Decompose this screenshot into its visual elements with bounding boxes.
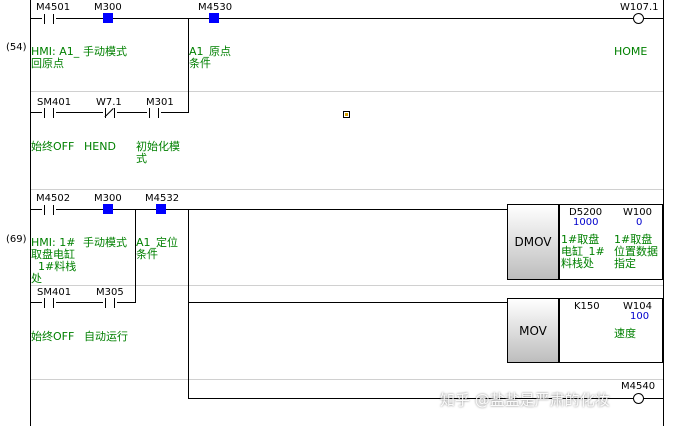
contact-comment: A1_原点 条件 [189, 45, 232, 70]
contact-device-label: M300 [94, 193, 122, 204]
operand-comment: 1#取盘 电缸_1# 料栈处 [561, 233, 605, 270]
row-separator [30, 285, 663, 286]
contact-m4530-monitor-on[interactable] [209, 13, 219, 23]
right-power-rail [663, 0, 664, 426]
wire [188, 398, 633, 399]
wire [56, 209, 103, 210]
contact-no-m301[interactable] [147, 108, 161, 118]
contact-comment: 始终OFF [31, 140, 75, 153]
row-separator [30, 91, 663, 92]
contact-no-sm401[interactable] [42, 298, 56, 308]
branch-wire [188, 209, 189, 398]
contact-m300-monitor-on[interactable] [103, 204, 113, 214]
contact-comment: 始终OFF [31, 330, 75, 343]
wire [643, 18, 663, 19]
wire [30, 209, 42, 210]
contact-device-label: M301 [146, 97, 174, 108]
coil-comment: HOME [614, 45, 648, 58]
editor-cursor[interactable] [343, 111, 350, 118]
wire [188, 302, 507, 303]
wire [30, 18, 42, 19]
contact-comment: HEND [84, 140, 116, 153]
dmov-operand-box [559, 204, 663, 280]
mov-instruction-block[interactable]: MOV [507, 298, 559, 363]
contact-device-label: SM401 [37, 287, 72, 298]
contact-comment: 初始化模 式 [136, 140, 180, 165]
contact-device-label: M305 [96, 287, 124, 298]
branch-wire [135, 209, 136, 303]
contact-comment: A1_定位 条件 [136, 236, 179, 261]
branch-wire [188, 18, 189, 113]
contact-no-sm401[interactable] [42, 108, 56, 118]
wire [166, 209, 507, 210]
operand-device-label: K150 [574, 301, 600, 312]
step-number: (54) [6, 42, 27, 53]
contact-device-label: SM401 [37, 97, 72, 108]
contact-no-m4502[interactable] [42, 205, 56, 215]
contact-comment: HMI: 1# 取盘电缸 1#料栈 处 [31, 236, 77, 285]
wire [56, 18, 103, 19]
row-separator [30, 189, 663, 190]
operand-device-label: W104 [623, 301, 652, 312]
wire [30, 112, 42, 113]
wire [643, 398, 663, 399]
wire [219, 18, 633, 19]
contact-device-label: M4501 [36, 2, 71, 13]
wire [161, 112, 189, 113]
operand-current-value: 100 [630, 311, 650, 322]
contact-m300-monitor-on[interactable] [103, 13, 113, 23]
contact-device-label: M300 [94, 2, 122, 13]
contact-m4532-monitor-on[interactable] [156, 204, 166, 214]
step-number: (69) [6, 234, 27, 245]
left-power-rail [30, 0, 31, 426]
contact-no-m4501[interactable] [42, 14, 56, 24]
wire [56, 302, 103, 303]
wire [117, 112, 147, 113]
wire [113, 18, 209, 19]
wire [117, 302, 135, 303]
coil-w107-1[interactable] [633, 13, 644, 24]
contact-device-label: M4532 [145, 193, 180, 204]
contact-no-m305[interactable] [103, 298, 117, 308]
coil-m4540[interactable] [633, 393, 644, 404]
coil-device-label: M4540 [621, 381, 656, 392]
operand-comment: 1#取盘 位置数据 指定 [614, 233, 658, 270]
watermark: 知乎 @盐盐是严肃的化妆 [440, 391, 610, 409]
contact-comment: 手动模式 [83, 45, 127, 58]
contact-nc-w7-1[interactable] [103, 108, 117, 118]
contact-device-label: W7.1 [96, 97, 122, 108]
coil-device-label: W107.1 [620, 2, 659, 13]
wire [56, 112, 103, 113]
operand-comment: 速度 [614, 327, 636, 340]
operand-device-label: D5200 [569, 207, 603, 218]
contact-comment: 手动模式 [83, 236, 127, 249]
operand-current-value: 0 [636, 217, 643, 228]
dmov-instruction-block[interactable]: DMOV [507, 204, 559, 280]
mov-operand-box [559, 298, 663, 363]
row-separator [30, 379, 663, 380]
contact-device-label: M4530 [198, 2, 233, 13]
wire [30, 302, 42, 303]
wire [113, 209, 156, 210]
contact-device-label: M4502 [36, 193, 71, 204]
operand-device-label: W100 [623, 207, 652, 218]
contact-comment: HMI: A1_ 回原点 [31, 45, 80, 70]
operand-current-value: 1000 [573, 217, 599, 228]
contact-comment: 自动运行 [84, 330, 128, 343]
